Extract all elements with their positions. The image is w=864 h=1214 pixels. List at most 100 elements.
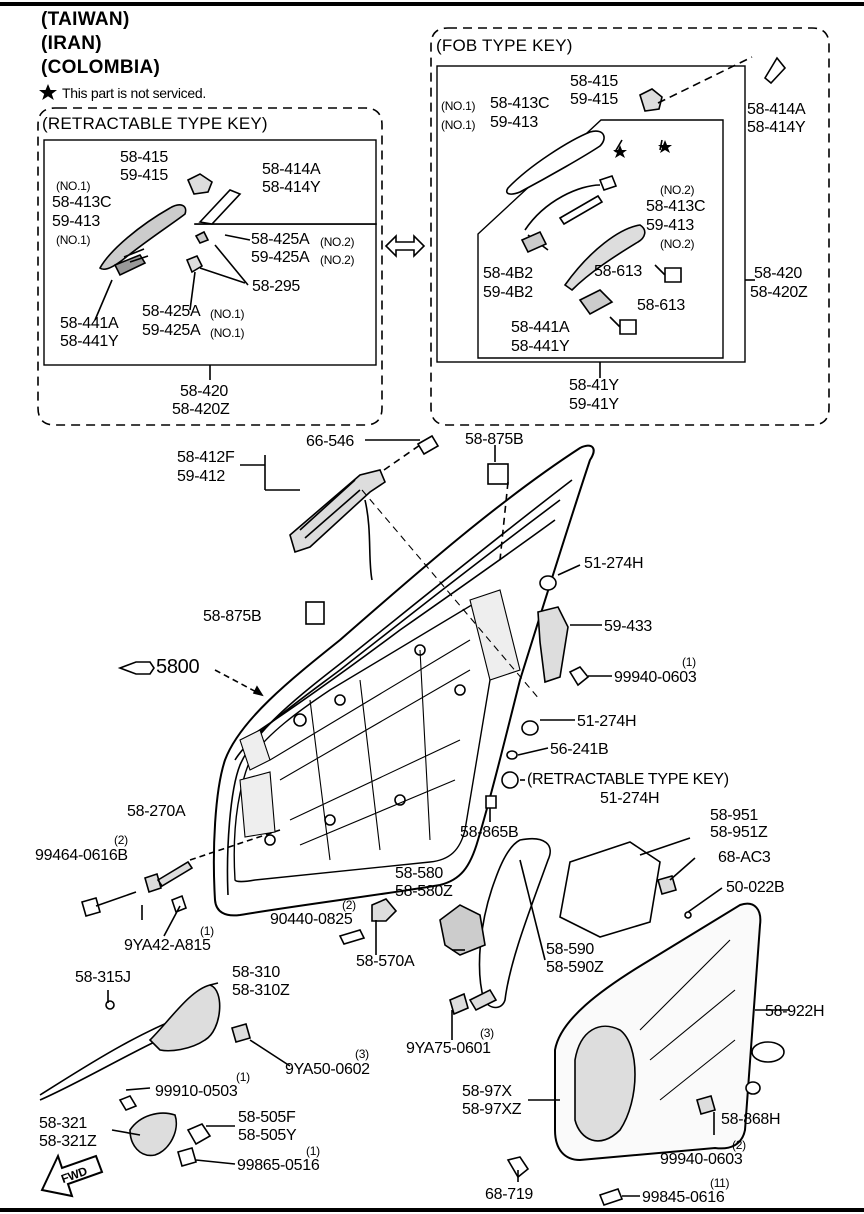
- f-58-415: 58-415: [570, 73, 619, 90]
- r-no1-a: (NO.1): [56, 179, 91, 193]
- part-99940b-qty: (2): [732, 1138, 746, 1152]
- f-58-414y: 58-414Y: [747, 119, 806, 136]
- f-58-420: 58-420: [754, 265, 803, 282]
- part-99940-0603: 99940-0603: [614, 669, 697, 686]
- part-58-580z: 58-580Z: [395, 883, 453, 900]
- f-58-441y: 58-441Y: [511, 338, 570, 355]
- f-59-41y: 59-41Y: [569, 396, 619, 413]
- part-59-412: 59-412: [177, 468, 226, 485]
- part-51-274h-c: 51-274H: [600, 790, 660, 807]
- region-iran: (IRAN): [41, 33, 102, 54]
- striker-58-270a: [144, 860, 194, 894]
- part-58-875b-mid: [305, 601, 325, 625]
- part-58-270a: 58-270A: [127, 803, 186, 820]
- part-58-875b-mid-label: 58-875B: [203, 608, 262, 625]
- part-9ya75-qty: (3): [480, 1026, 494, 1040]
- part-58-580: 58-580: [395, 865, 444, 882]
- r-58-425a-no1: 58-425A: [142, 303, 201, 320]
- door-frame: [212, 444, 595, 917]
- part-90440-0825: 90440-0825: [270, 911, 353, 928]
- pointing-hand-icon: [117, 661, 155, 675]
- part-99464-0616b: 99464-0616B: [35, 847, 128, 864]
- part-99845-qty: (11): [710, 1176, 730, 1190]
- r-58-414a: 58-414A: [262, 161, 321, 178]
- part-58-590z: 58-590Z: [546, 959, 604, 976]
- door-glass: [478, 838, 551, 1009]
- part-66-546: 66-546: [306, 433, 355, 450]
- part-58-570a: 58-570A: [356, 953, 415, 970]
- part-99845-0616: 99845-0616: [642, 1189, 725, 1206]
- part-58-97x: 58-97X: [462, 1083, 512, 1100]
- part-9ya50-0602: 9YA50-0602: [285, 1061, 370, 1078]
- r-59-425a: 59-425A: [251, 249, 310, 266]
- part-99865-0516: 99865-0516: [237, 1157, 320, 1174]
- seal-fob: [763, 56, 787, 85]
- f-58-441a: 58-441A: [511, 319, 570, 336]
- gasket-retract: [185, 254, 204, 274]
- r-no1-d: (NO.1): [210, 326, 245, 340]
- r-58-414y: 58-414Y: [262, 179, 321, 196]
- f-58-413c: 58-413C: [490, 95, 550, 112]
- part-58-951: 58-951: [710, 807, 759, 824]
- seal-retract: [198, 189, 242, 225]
- f-no1-a: (NO.1): [441, 99, 476, 113]
- outer-handle-fob: [505, 130, 605, 195]
- f-59-415: 59-415: [570, 91, 619, 108]
- fob-box-outline: [430, 27, 830, 426]
- part-59-433: 59-433: [604, 618, 653, 635]
- fob-box-title: (FOB TYPE KEY): [436, 36, 573, 55]
- part-99910-0503: 99910-0503: [155, 1083, 238, 1100]
- part-51-274h-a: 51-274H: [584, 555, 644, 572]
- r-58-420: 58-420: [180, 383, 229, 400]
- f-58-413c-no2: 58-413C: [646, 198, 706, 215]
- part-9ya75-0601: 9YA75-0601: [406, 1040, 491, 1057]
- part-58-865b: 58-865B: [460, 824, 519, 841]
- f-59-4b2: 59-4B2: [483, 284, 533, 301]
- part-99865-qty: (1): [306, 1144, 320, 1158]
- part-68-ac3: 68-AC3: [718, 849, 771, 866]
- part-99940-0603-qty: (1): [682, 655, 696, 669]
- f-no2-a: (NO.2): [660, 183, 695, 197]
- part-9ya50-qty: (3): [355, 1047, 369, 1061]
- f-58-4b2: 58-4B2: [483, 265, 533, 282]
- part-9ya42-qty: (1): [200, 924, 214, 938]
- r-no2-b: (NO.2): [320, 253, 355, 267]
- part-58-868h: 58-868H: [721, 1111, 781, 1128]
- f-58-41y: 58-41Y: [569, 377, 619, 394]
- part-90440-qty: (2): [342, 898, 356, 912]
- not-serviced-note: This part is not serviced.: [62, 85, 206, 101]
- retractable-box-outline: [37, 107, 383, 426]
- part-9ya42-a815: 9YA42-A815: [124, 937, 211, 954]
- part-58-590: 58-590: [546, 941, 595, 958]
- r-58-295: 58-295: [252, 278, 301, 295]
- r-59-425a-no1: 59-425A: [142, 322, 201, 339]
- part-51-274h-b: 51-274H: [577, 713, 637, 730]
- part-58-321z: 58-321Z: [39, 1133, 97, 1150]
- r-no1-c: (NO.1): [210, 307, 245, 321]
- part-retractable-note: (RETRACTABLE TYPE KEY): [527, 771, 729, 788]
- r-no2-a: (NO.2): [320, 235, 355, 249]
- part-58-951z: 58-951Z: [710, 824, 768, 841]
- f-no1-b: (NO.1): [441, 118, 476, 132]
- r-58-441y: 58-441Y: [60, 333, 119, 350]
- retractable-box-title: (RETRACTABLE TYPE KEY): [42, 114, 268, 133]
- inner-handle-bracket: [289, 469, 386, 554]
- part-99464-qty: (2): [114, 833, 128, 847]
- part-99940-0603-b: 99940-0603: [660, 1151, 743, 1168]
- r-58-415: 58-415: [120, 149, 169, 166]
- r-59-415: 59-415: [120, 167, 169, 184]
- module-58-951: [559, 841, 661, 938]
- r-58-441a: 58-441A: [60, 315, 119, 332]
- part-58-875b-top-label: 58-875B: [465, 431, 524, 448]
- fwd-arrow-icon: [40, 1153, 104, 1198]
- f-58-613-a: 58-613: [594, 263, 643, 280]
- part-58-310z: 58-310Z: [232, 982, 290, 999]
- f-no2-b: (NO.2): [660, 237, 695, 251]
- part-58-315j: 58-315J: [75, 969, 131, 986]
- region-colombia: (COLOMBIA): [41, 57, 161, 78]
- r-59-413: 59-413: [52, 213, 101, 230]
- f-59-413-no2: 59-413: [646, 217, 695, 234]
- part-58-412f: 58-412F: [177, 449, 235, 466]
